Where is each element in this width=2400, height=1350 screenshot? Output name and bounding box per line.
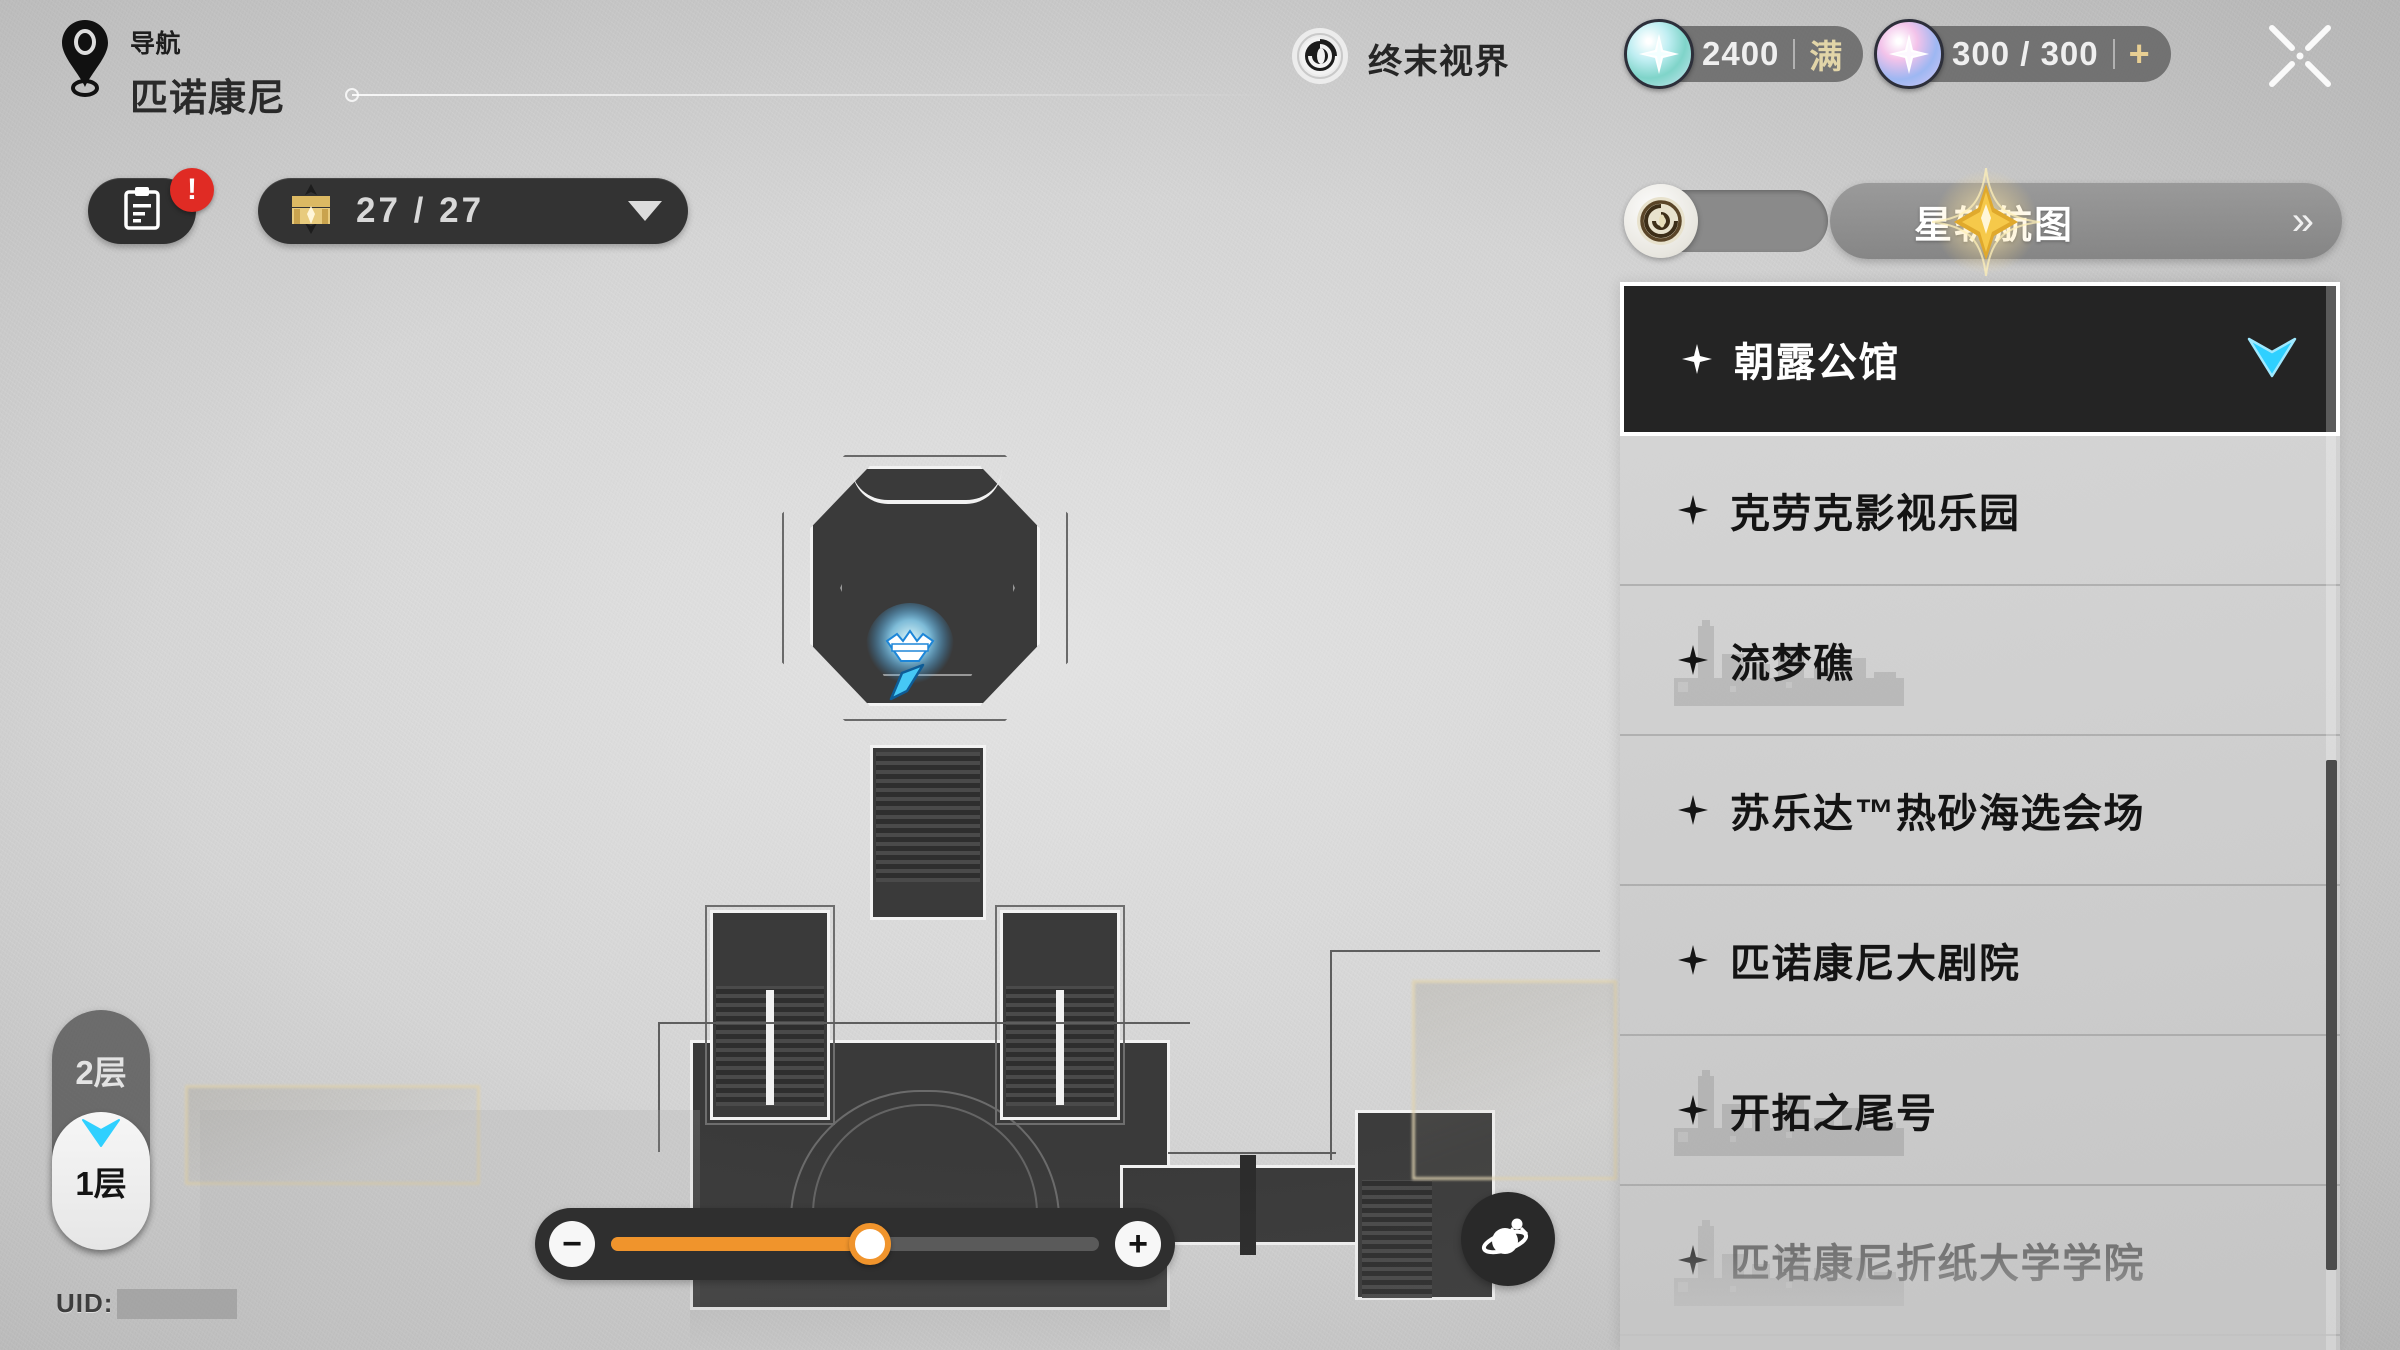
sparkle-icon <box>1678 795 1730 825</box>
location-label: 开拓之尾号 <box>1730 1092 1938 1136</box>
sparkle-icon <box>1678 645 1730 675</box>
map-corridor-stairs <box>876 752 980 882</box>
map-boundary-1 <box>660 1022 1190 1024</box>
location-label: 流梦礁 <box>1730 642 1855 686</box>
location-label: 克劳克影视乐园 <box>1730 492 2021 536</box>
location-list-item[interactable]: 流梦礁 <box>1620 586 2340 736</box>
map-room-octagon-outer <box>782 455 1068 721</box>
map-layer-toggle[interactable] <box>1624 184 1828 258</box>
uid-row: UID: <box>56 1288 238 1319</box>
jade-status: 满 <box>1809 38 1844 75</box>
sparkle-icon <box>1678 495 1730 525</box>
jade-currency[interactable]: 2400 满 <box>1624 19 1864 89</box>
location-list-item[interactable]: 克劳克影视乐园 <box>1620 436 2340 586</box>
sparkle-icon <box>1678 945 1730 975</box>
uid-label: UID: <box>56 1288 114 1318</box>
floor-option-upper[interactable]: 2层 <box>75 1054 127 1091</box>
map-right-tower-outline <box>995 905 1125 1125</box>
clipboard-icon <box>122 186 162 237</box>
location-list-item[interactable]: 开拓之尾号 <box>1620 1036 2340 1186</box>
nav-kicker: 导航 <box>130 30 182 58</box>
uid-redacted-value <box>117 1288 238 1319</box>
map-unexplored-right <box>1412 980 1617 1180</box>
jade-orb-icon <box>1624 19 1694 89</box>
spiral-eye-icon <box>1290 26 1350 91</box>
zoom-out-button[interactable]: − <box>549 1221 595 1267</box>
location-list-item[interactable]: 苏乐达™热砂海选会场 <box>1620 736 2340 886</box>
divider <box>1793 39 1796 69</box>
navigation-header: 导航 匹诺康尼 <box>56 18 286 122</box>
treasure-chest-icon <box>284 182 338 241</box>
cyan-chevron-down-icon <box>79 1116 123 1154</box>
map-boundary-4 <box>1330 950 1600 952</box>
location-pin-icon <box>56 18 114 98</box>
planet-orbit-icon[interactable] <box>1461 1192 1555 1286</box>
starmap-label: 星轨航图 <box>1914 204 2075 247</box>
location-label: 朝露公馆 <box>1734 341 1900 385</box>
fuel-currency[interactable]: 300 / 300 + <box>1874 19 2171 89</box>
fuel-add-button[interactable]: + <box>2128 33 2151 74</box>
player-teleport-marker-icon <box>845 595 975 725</box>
location-list[interactable]: 朝露公馆克劳克影视乐园流梦礁苏乐达™热砂海选会场匹诺康尼大剧院开拓之尾号匹诺康尼… <box>1620 282 2340 1350</box>
location-label: 匹诺康尼折纸大学学院 <box>1730 1242 2145 1286</box>
map-room-notch <box>852 468 1002 504</box>
page-title: 匹诺康尼 <box>130 78 287 120</box>
starmap-button[interactable]: 星轨航图 » <box>1830 183 2342 259</box>
cyan-chevron-down-icon <box>2244 334 2300 384</box>
floor-option-lower[interactable]: 1层 <box>52 1112 150 1250</box>
location-list-item[interactable]: 匹诺康尼大剧院 <box>1620 886 2340 1036</box>
list-scrollbar-thumb[interactable] <box>2326 760 2337 1270</box>
map-unexplored-left <box>185 1085 480 1185</box>
map-left-tower-rail <box>766 990 774 1105</box>
zoom-in-button[interactable]: + <box>1115 1221 1161 1267</box>
fuel-orb-icon <box>1874 19 1944 89</box>
map-east-door <box>1240 1155 1256 1255</box>
sparkle-icon <box>1678 1245 1730 1275</box>
jade-value: 2400 <box>1702 35 1780 72</box>
divider <box>2112 39 2115 69</box>
zoom-slider-knob[interactable] <box>848 1223 891 1265</box>
treasure-chest-counter[interactable]: 27 / 27 <box>258 178 688 244</box>
sparkle-icon <box>1682 344 1734 374</box>
sparkle-icon <box>1678 1095 1730 1125</box>
location-list-item[interactable]: 朝露公馆 <box>1620 282 2340 436</box>
map-east-block-stairs <box>1362 1180 1432 1298</box>
map-boundary-3 <box>1330 950 1332 1160</box>
zoom-slider-bar[interactable]: − + <box>535 1208 1175 1280</box>
fuel-value: 300 / 300 <box>1952 35 2099 72</box>
map-right-tower-rail <box>1056 990 1064 1105</box>
chevron-down-icon[interactable] <box>628 201 662 221</box>
location-label: 匹诺康尼大剧院 <box>1730 942 2021 986</box>
breadcrumb-rule <box>352 94 1282 96</box>
map-left-tower-outline <box>705 905 835 1125</box>
double-chevron-right-icon: » <box>2291 198 2314 243</box>
floor-lower-label: 1层 <box>75 1165 127 1202</box>
close-x-icon[interactable] <box>2262 18 2338 94</box>
quest-alert-badge: ! <box>170 168 214 212</box>
zoom-slider-fill <box>611 1237 870 1251</box>
chest-count-label: 27 / 27 <box>356 191 485 230</box>
spiral-knob-icon <box>1624 184 1698 258</box>
location-label: 苏乐达™热砂海选会场 <box>1730 792 2145 836</box>
floor-selector[interactable]: 2层 1层 <box>52 1010 150 1250</box>
map-boundary-2 <box>658 1022 660 1152</box>
zoom-slider-track[interactable] <box>611 1223 1099 1265</box>
map-boundary-5 <box>1168 1152 1336 1154</box>
location-list-item[interactable]: 匹诺康尼折纸大学学院 <box>1620 1186 2340 1336</box>
mode-label: 终末视界 <box>1368 43 1510 81</box>
mode-indicator[interactable]: 终末视界 <box>1290 26 1510 91</box>
